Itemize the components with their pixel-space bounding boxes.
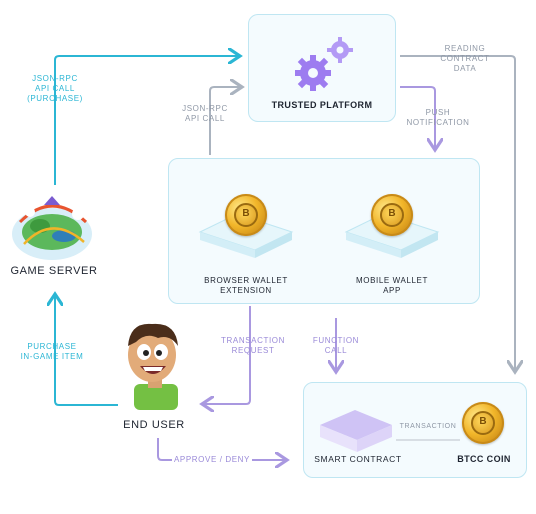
- trusted-platform-label: TRUSTED PLATFORM: [271, 100, 373, 110]
- browser-wallet-label: BROWSER WALLET EXTENSION: [204, 276, 288, 295]
- game-world-icon: [12, 196, 92, 260]
- mobile-wallet-label: MOBILE WALLET APP: [356, 276, 428, 295]
- flow-approve-deny: [157, 438, 172, 461]
- push-notification-label: PUSH NOTIFICATION: [406, 108, 470, 127]
- coin-icon: B: [462, 402, 504, 444]
- game-server-label: GAME SERVER: [10, 265, 98, 277]
- coin-icon: B: [225, 194, 267, 236]
- transaction-label: TRANSACTION: [399, 423, 457, 430]
- json-rpc-purchase-label: JSON-RPC API CALL (PURCHASE): [27, 74, 83, 103]
- flow-purchase-item: [55, 294, 118, 406]
- flow-transaction-request: [202, 306, 251, 404]
- cube-icon: [320, 410, 392, 452]
- smart-contract-label: SMART CONTRACT: [314, 454, 402, 464]
- flow-json-rpc-api-call: [209, 87, 242, 155]
- flow-push-notification: [400, 86, 435, 150]
- function-call-label: FUNCTION CALL: [312, 336, 360, 355]
- user-avatar-icon: [128, 323, 178, 410]
- btcc-coin-label: BTCC COIN: [457, 454, 511, 464]
- json-rpc-api-call-label: JSON-RPC API CALL: [182, 104, 228, 123]
- approve-deny-label: APPROVE / DENY: [174, 455, 250, 464]
- transaction-request-label: TRANSACTION REQUEST: [221, 336, 285, 355]
- flow-reading-contract-data: [400, 55, 515, 372]
- purchase-item-label: PURCHASE IN-GAME ITEM: [20, 342, 84, 361]
- coin-icon: B: [371, 194, 413, 236]
- flow-json-rpc-purchase: [54, 56, 240, 185]
- reading-contract-data-label: READING CONTRACT DATA: [440, 44, 490, 73]
- gears-icon: [295, 37, 353, 91]
- end-user-label: END USER: [123, 419, 185, 431]
